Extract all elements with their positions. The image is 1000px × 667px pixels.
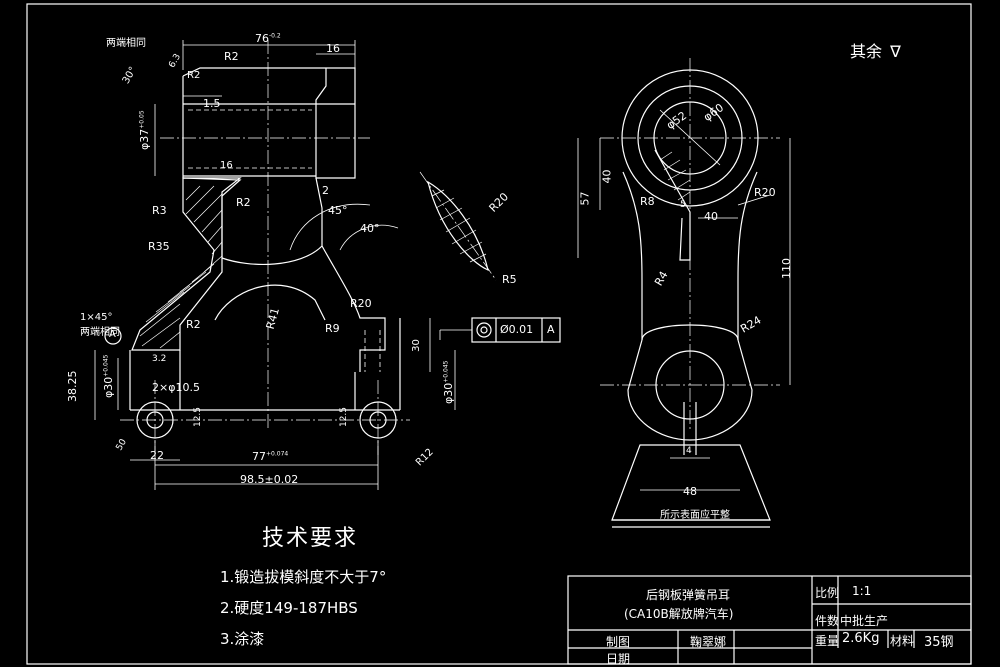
dim-r2b: R2 — [187, 70, 201, 81]
dim-5: 5 — [680, 200, 686, 210]
plane-note: 所示表面应平整 — [660, 510, 730, 521]
dim-16: 16 — [326, 42, 340, 55]
roughness-note-text: 其余 — [850, 42, 883, 61]
drawn-value: 鞠翠娜 — [690, 635, 727, 649]
date-label: 日期 — [606, 652, 631, 666]
dim-3-2: 3.2 — [152, 354, 167, 364]
roughness-symbol-icon: ∇ — [890, 42, 901, 61]
dim-40b: 40 — [704, 210, 718, 223]
title-block-lines — [567, 575, 972, 665]
weight-label: 重量 — [815, 634, 840, 648]
dim-top-width: 76-0.2 — [255, 32, 281, 45]
material-label: 材料 — [890, 634, 915, 648]
dim-48: 48 — [683, 485, 697, 498]
weight-value: 2.6Kg — [842, 631, 880, 646]
roughness-note: 其余 ∇ — [850, 38, 901, 62]
dim-98-5: 98.5±0.02 — [240, 473, 299, 486]
drawn-label: 制图 — [606, 635, 631, 649]
front-view — [577, 58, 791, 528]
dim-45deg: 45° — [328, 204, 348, 217]
dim-r2c: R2 — [186, 318, 201, 331]
dim-4: 4 — [686, 446, 692, 456]
datum-circle — [104, 327, 122, 345]
tolerance-datum: A — [547, 323, 555, 336]
dim-r8: R8 — [640, 195, 655, 208]
note-chamfer: 1×45° — [80, 312, 113, 323]
tech-item-1: 1.锻造拔模斜度不大于7° — [220, 568, 387, 586]
dim-40deg: 40° — [360, 222, 380, 235]
dim-r2d: R2 — [236, 196, 251, 209]
tolerance-value: Ø0.01 — [500, 323, 534, 336]
scale-label: 比例 — [815, 586, 840, 600]
part-name-line1: 后钢板弹簧吊耳 — [646, 588, 731, 602]
dim-r5-section: R5 — [502, 273, 517, 286]
dim-r35: R35 — [148, 240, 170, 253]
side-view — [94, 40, 561, 490]
dim-77: 77+0.074 — [252, 450, 289, 463]
qty-label: 件数 — [815, 614, 840, 628]
datum-label: A — [109, 329, 116, 340]
material-value: 35钢 — [924, 635, 954, 650]
note-both-ends: 两端相同 — [106, 38, 146, 49]
drawing-frame — [26, 3, 972, 665]
dim-holes: 2×φ10.5 — [152, 381, 200, 394]
note-both-ends-2: 两端相同 — [80, 327, 120, 338]
dim-r20: R20 — [754, 186, 776, 199]
dim-2: 2 — [322, 184, 329, 197]
part-name-line2: (CA10B解放牌汽车) — [624, 607, 734, 621]
dim-r3: R3 — [152, 204, 167, 217]
tech-requirements: 技术要求 1.锻造拔模斜度不大于7° 2.硬度149-187HBS 3.涂漆 — [220, 520, 386, 649]
dim-1-5: 1.5 — [203, 97, 221, 110]
dim-r20: R20 — [350, 297, 372, 310]
dim-16b: 16 — [220, 160, 233, 171]
scale-value: 1:1 — [852, 584, 872, 598]
qty-value: 中批生产 — [840, 614, 889, 628]
dim-r9: R9 — [325, 322, 340, 335]
tech-heading: 技术要求 — [262, 526, 359, 551]
tech-item-3: 3.涂漆 — [220, 630, 265, 648]
tech-item-2: 2.硬度149-187HBS — [220, 599, 358, 617]
dim-r2a: R2 — [224, 50, 239, 63]
dim-22: 22 — [150, 449, 164, 462]
